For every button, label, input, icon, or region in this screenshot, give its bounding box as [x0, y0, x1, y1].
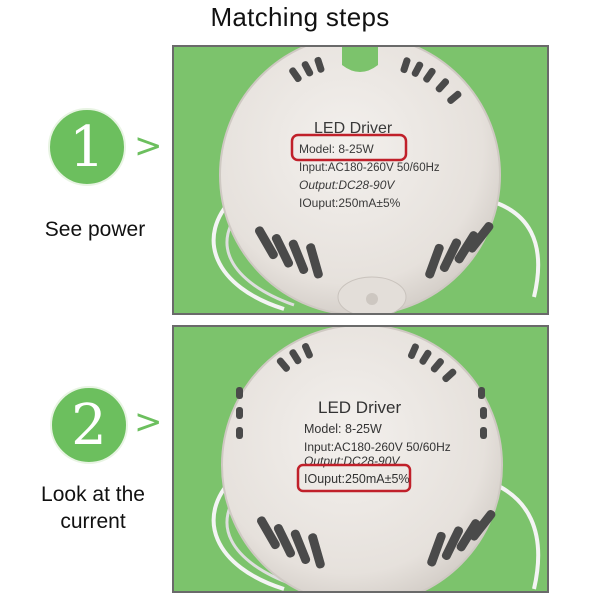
driver-model-label: Model: 8-25W — [299, 142, 374, 156]
driver-brand-label: LED Driver — [318, 398, 401, 417]
chevron-right-icon: > — [134, 126, 163, 166]
driver-ioutput-label: IOuput:250mA±5% — [304, 472, 410, 486]
page-title: Matching steps — [210, 2, 390, 32]
driver-input-label: Input:AC180-260V 50/60Hz — [299, 162, 440, 174]
step-1-product-photo: LED Driver Model: 8-25W Input:AC180-260V… — [172, 45, 549, 315]
step-2-number-badge: 2 — [50, 386, 128, 464]
step-1-caption: See power — [44, 218, 146, 241]
driver-ioutput-label: IOuput:250mA±5% — [299, 196, 401, 210]
driver-input-label: Input:AC180-260V 50/60Hz — [304, 440, 451, 454]
step-2-caption: Look at the current — [18, 481, 168, 535]
step-1-number-badge: 1 — [48, 108, 126, 186]
current-highlight-box — [296, 463, 412, 493]
step-2-product-photo: LED Driver Model: 8-25W Input:AC180-260V… — [172, 325, 549, 593]
led-driver-illustration: LED Driver Model: 8-25W Input:AC180-260V… — [211, 327, 541, 591]
model-highlight-box — [290, 133, 408, 162]
step-2-caption-line-1: Look at the — [41, 483, 145, 506]
driver-output-label: Output:DC28-90V — [299, 178, 395, 192]
chevron-right-icon: > — [134, 402, 163, 442]
driver-model-label: Model: 8-25W — [304, 422, 382, 436]
led-driver-illustration: LED Driver Model: 8-25W Input:AC180-260V… — [211, 47, 541, 313]
step-2-caption-line-2: current — [60, 510, 126, 533]
driver-brand-label: LED Driver — [314, 120, 393, 137]
